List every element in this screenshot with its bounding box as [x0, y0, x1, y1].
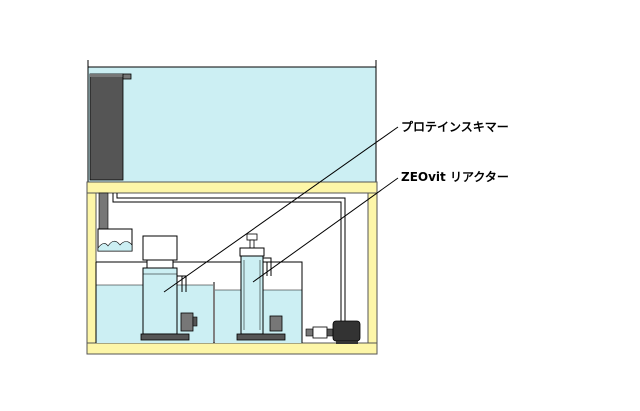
return-pipe — [112, 193, 346, 329]
overflow-box-lip — [90, 74, 123, 77]
skimmer-callout-line — [163, 126, 399, 293]
display-tank-glass — [87, 60, 377, 182]
reactor-outlet-pipe — [263, 257, 272, 276]
reactor-lid — [239, 247, 265, 257]
return-pump-body — [332, 320, 361, 342]
protein-skimmer — [140, 235, 198, 341]
return-pump — [305, 320, 361, 344]
reactor-pump — [269, 315, 283, 332]
display-tank — [87, 60, 377, 182]
skimmer-neck — [146, 259, 174, 269]
zeovit-reactor — [236, 233, 286, 341]
skimmer-pump — [180, 312, 194, 332]
stand-base — [86, 342, 378, 355]
filter-bag — [97, 228, 133, 252]
skimmer-body — [142, 267, 178, 335]
reactor-label: ZEOvit リアクター — [401, 170, 509, 184]
skimmer-label: プロテインスキマー — [401, 119, 509, 134]
reactor-base — [236, 333, 286, 341]
stand-right-leg — [367, 192, 378, 344]
stand-left-leg — [86, 192, 97, 344]
skimmer-cup — [142, 235, 178, 261]
reactor-callout-line — [252, 177, 399, 283]
skimmer-base — [140, 333, 190, 341]
return-pump-fitting — [312, 326, 328, 339]
reactor-handle — [246, 233, 258, 241]
overflow-nozzle — [122, 73, 132, 80]
stand-top-beam — [86, 181, 378, 194]
overflow-box — [89, 73, 124, 181]
display-tank-water — [88, 67, 376, 182]
reactor-column — [240, 255, 264, 335]
